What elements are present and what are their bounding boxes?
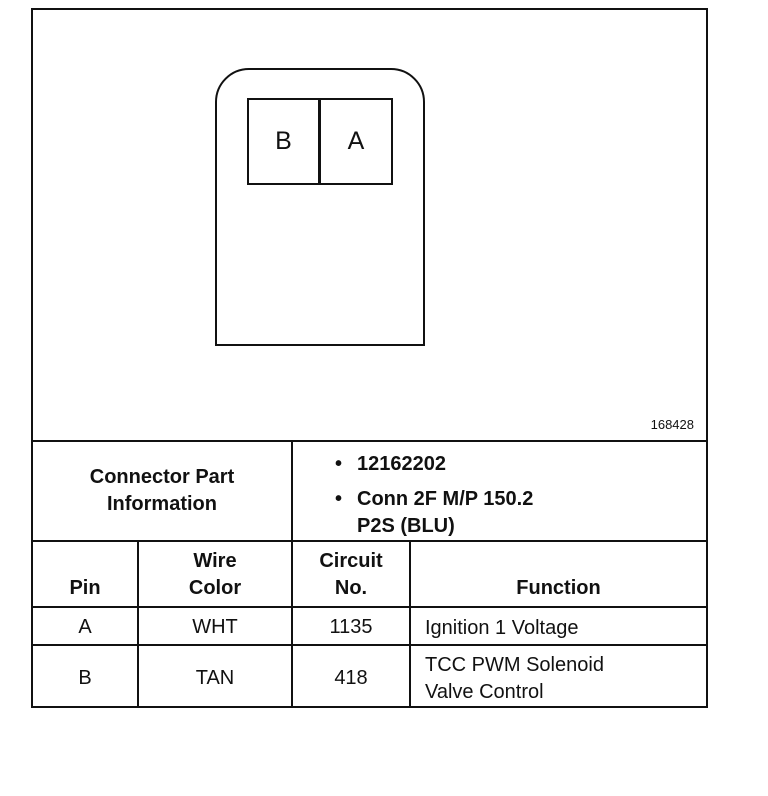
divider <box>409 542 411 706</box>
divider <box>33 606 706 608</box>
row-a-pin: A <box>78 616 92 638</box>
part-number: 12162202 <box>357 453 446 475</box>
header-function: Function <box>516 577 601 599</box>
divider <box>33 644 706 646</box>
header-wire-color: Wire Color <box>139 548 291 602</box>
connector-housing <box>215 68 425 346</box>
cavity-b: B <box>247 98 320 185</box>
connector-drawing: B A 168428 <box>33 10 706 440</box>
header-circuit-line2: No. <box>334 577 368 599</box>
row-a-function: Ignition 1 Voltage <box>425 617 579 639</box>
connector-part-info-label-line2: Information <box>107 493 217 515</box>
divider <box>291 542 293 706</box>
connector-description-item: • Conn 2F M/P 150.2 P2S (BLU) <box>333 486 533 540</box>
divider <box>33 440 706 442</box>
row-b-function-line1: TCC PWM Solenoid <box>425 654 604 676</box>
divider <box>33 540 706 542</box>
reference-number: 168428 <box>650 417 694 432</box>
connector-diagram-frame: B A 168428 Connector Part Information • … <box>31 8 708 708</box>
header-circuit-no: Circuit No. <box>293 548 409 602</box>
divider <box>291 442 293 542</box>
bullet: • <box>335 453 343 475</box>
row-b-function: TCC PWM Solenoid Valve Control <box>425 652 705 706</box>
row-b-pin: B <box>78 667 92 689</box>
cavity-a: A <box>320 98 393 185</box>
connector-part-info-label: Connector Part Information <box>33 442 291 540</box>
row-b-function-line2: Valve Control <box>425 681 544 703</box>
bullet: • <box>335 488 343 510</box>
row-a-wire-color: WHT <box>192 616 238 638</box>
row-b-wire-color: TAN <box>195 667 235 689</box>
header-pin: Pin <box>69 577 101 599</box>
part-number-item: • 12162202 <box>333 451 533 478</box>
row-a-circuit: 1135 <box>329 616 373 638</box>
connector-part-info-values: • 12162202 • Conn 2F M/P 150.2 P2S (BLU) <box>333 451 533 548</box>
header-wire-color-line2: Color <box>188 577 242 599</box>
connector-part-info-label-line1: Connector Part <box>89 466 235 488</box>
connector-description-line1: Conn 2F M/P 150.2 <box>357 488 534 510</box>
header-wire-color-line1: Wire <box>193 550 237 572</box>
row-b-circuit: 418 <box>334 667 368 689</box>
header-circuit-line1: Circuit <box>319 550 383 572</box>
connector-description-line2: P2S (BLU) <box>357 515 455 537</box>
divider <box>137 542 139 706</box>
